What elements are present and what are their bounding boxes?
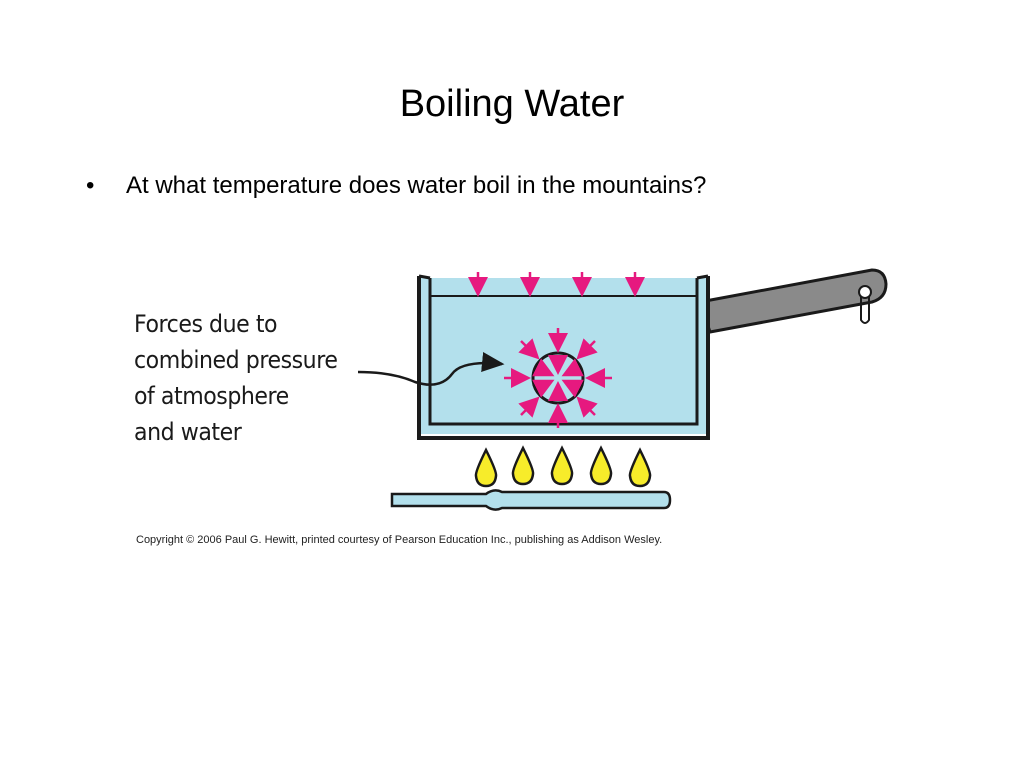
flame-icon [474,445,652,488]
boiling-pot-illustration: Forces due to combined pressure of atmos… [130,262,890,562]
callout-line: and water [134,418,242,446]
slide-title: Boiling Water [399,83,625,125]
burner-icon [390,489,672,511]
callout-line: Forces due to [134,310,278,338]
copyright-caption: Copyright © 2006 Paul G. Hewitt, printed… [136,534,663,546]
bullet-list: • At what temperature does water boil in… [86,168,706,204]
callout-label: Forces due to combined pressure of atmos… [134,306,346,450]
callout-line: of atmosphere [134,382,289,410]
surface-pressure-arrows [468,272,645,297]
bubble-icon [504,328,612,428]
callout-line: combined pressure [134,346,338,374]
bullet-text: At what temperature does water boil in t… [126,172,707,199]
pot-handle-icon [698,268,888,334]
bullet-item: • At what temperature does water boil in… [86,168,706,204]
callout-pointer [357,352,505,386]
bullet-marker: • [86,172,95,199]
illustration-svg [357,268,888,511]
